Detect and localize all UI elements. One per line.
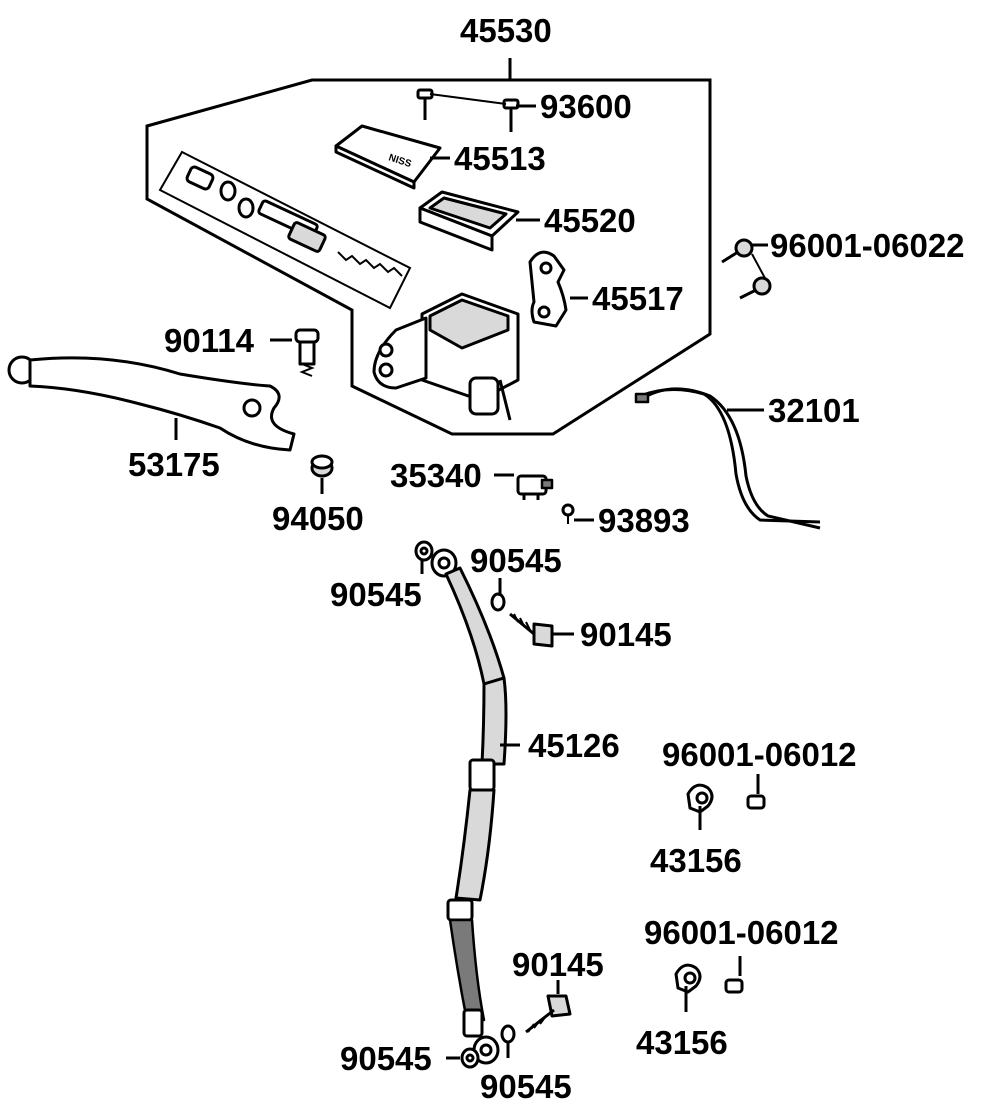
label-45520: 45520 [544,202,636,239]
hose-guide-lower [674,963,744,996]
brake-switch [516,474,554,500]
label-96001-06022: 96001-06022 [770,227,965,264]
master-cylinder-assembly-outline [145,58,712,436]
label-43156-upper: 43156 [650,842,742,879]
label-94050: 94050 [272,500,364,537]
label-90545-bottom-right: 90545 [480,1068,572,1105]
label-35340: 35340 [390,457,482,494]
label-45513: 45513 [454,140,546,177]
reservoir-cap: NISS [334,124,442,190]
piston-kit [158,150,412,310]
leader-lines [174,104,768,1060]
label-90114: 90114 [164,322,255,359]
label-96001-06012-upper: 96001-06012 [662,736,857,773]
hose-guide-upper [686,783,766,816]
switch-cable [634,387,821,530]
label-53175: 53175 [128,446,220,483]
label-45517: 45517 [592,280,684,317]
cap-screws [416,88,520,132]
label-93893: 93893 [598,502,690,539]
brake-hose [444,566,508,1065]
label-45530: 45530 [460,12,552,49]
label-43156-lower: 43156 [636,1024,728,1061]
upper-banjo-fittings [414,540,554,648]
diaphragm [418,190,520,252]
pivot-nut [310,454,334,478]
label-32101: 32101 [768,392,860,429]
label-90145-bottom: 90145 [512,946,604,983]
master-cylinder-body [372,292,520,421]
switch-screw [561,503,575,524]
label-90545-top-right: 90545 [470,542,562,579]
part-labels: 45530 93600 45513 45520 45517 96001-0602… [128,12,965,1105]
label-90545-bottom-left: 90545 [340,1040,432,1077]
label-90545-top-left: 90545 [330,576,422,613]
label-45126: 45126 [528,727,620,764]
label-96001-06012-lower: 96001-06012 [644,914,839,951]
handlebar-clamp [528,250,568,328]
label-90145-top: 90145 [580,616,672,653]
clamp-bolts [721,238,772,300]
pivot-bolt [294,328,320,377]
brake-lever [7,355,296,452]
label-93600: 93600 [540,88,632,125]
